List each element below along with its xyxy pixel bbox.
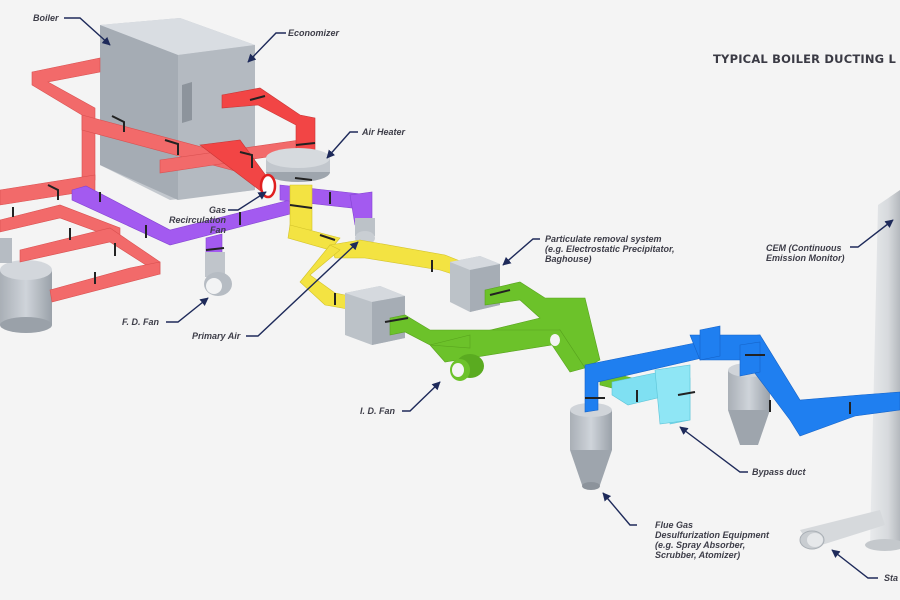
leader-lines bbox=[64, 17, 894, 579]
label-fd-fan: F. D. Fan bbox=[122, 317, 160, 327]
duct-flanges bbox=[12, 95, 851, 414]
label-line: Baghouse) bbox=[545, 254, 592, 264]
label-gas-recirculation-fan: Gas Recirculation Fan bbox=[150, 205, 226, 235]
label-line: (e.g. Spray Absorber, bbox=[655, 540, 746, 550]
label-air-heater: Air Heater bbox=[362, 127, 406, 137]
label-economizer: Economizer bbox=[288, 28, 340, 38]
forced-air-duct bbox=[0, 57, 301, 303]
diagram-title: TYPICAL BOILER DUCTING L bbox=[713, 52, 897, 66]
air-heater bbox=[266, 148, 330, 182]
label-line: Flue Gas bbox=[655, 520, 694, 530]
label-line: Emission Monitor) bbox=[766, 253, 845, 263]
bypass-duct bbox=[611, 364, 691, 425]
label-cem: CEM (Continuous Emission Monitor) bbox=[766, 243, 845, 263]
id-fan bbox=[450, 354, 484, 381]
label-line: Desulfurization Equipment bbox=[655, 530, 770, 540]
label-line: Scrubber, Atomizer) bbox=[655, 550, 741, 560]
fgd-absorber bbox=[570, 403, 612, 490]
label-primary-air: Primary Air bbox=[192, 331, 241, 341]
primary-air-duct bbox=[287, 184, 471, 313]
storage-tank bbox=[0, 238, 52, 333]
particulate-removal-unit bbox=[345, 286, 405, 345]
label-line: Fan bbox=[209, 225, 226, 235]
label-line: CEM (Continuous bbox=[766, 243, 842, 253]
label-bypass-duct: Bypass duct bbox=[752, 467, 806, 477]
label-line: Particulate removal system bbox=[545, 234, 662, 244]
label-stack: Sta bbox=[884, 573, 899, 583]
label-line: Gas bbox=[208, 205, 226, 215]
stack bbox=[799, 190, 900, 551]
gas-recirculation-fan bbox=[259, 173, 277, 199]
scrubbed-gas-duct bbox=[584, 325, 900, 437]
label-boiler: Boiler bbox=[33, 13, 59, 23]
label-fgd-equipment: Flue Gas Desulfurization Equipment (e.g.… bbox=[655, 520, 769, 560]
label-id-fan: I. D. Fan bbox=[360, 406, 396, 416]
label-particulate-removal: Particulate removal system (e.g. Electro… bbox=[545, 234, 675, 264]
label-line: (e.g. Electrostatic Precipitator, bbox=[545, 244, 675, 254]
label-line: Recirculation bbox=[168, 215, 226, 225]
boiler bbox=[100, 18, 255, 200]
fd-fan bbox=[204, 252, 232, 296]
